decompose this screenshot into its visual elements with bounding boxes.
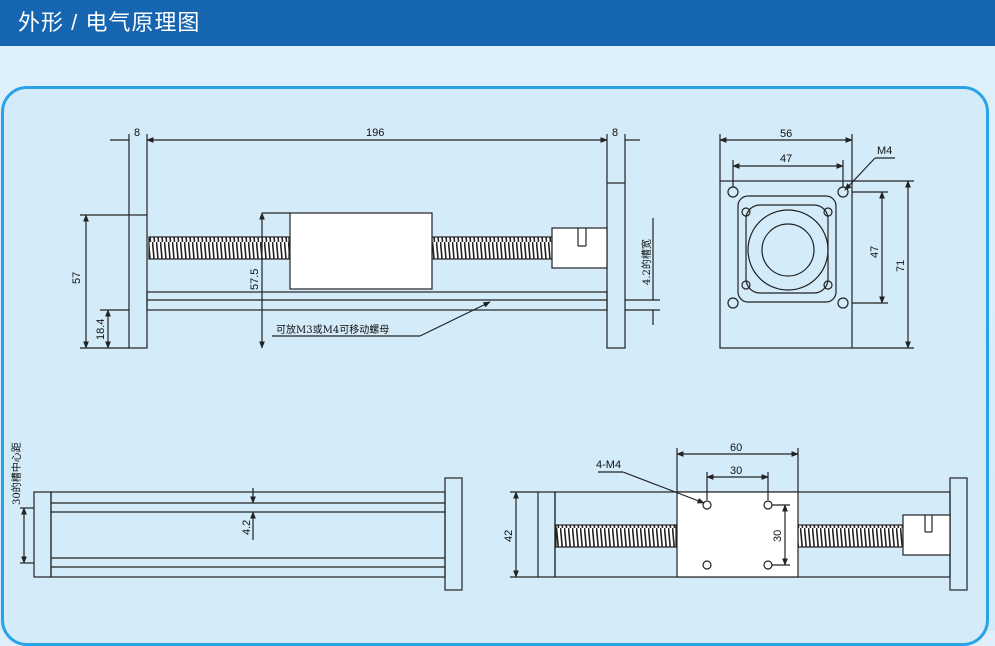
dim-carriage-height: 57.5: [249, 269, 261, 290]
screw-right-top: [797, 524, 904, 548]
dim-overall-length: 196: [366, 127, 384, 139]
end-view: [719, 134, 914, 349]
lead-screw-left: [148, 236, 290, 260]
left-end-plate: [128, 214, 148, 349]
top-carriage: [676, 491, 799, 578]
dim-body-height: 42: [503, 530, 515, 542]
technical-drawing: 8 196 8 57 18.4 57.5 4.2的槽宽 可放M3或M4可移动螺母: [10, 127, 968, 591]
dim-hole-spacing-y: 30: [772, 530, 784, 542]
motor-coupling: [551, 227, 608, 269]
screw-left-top: [555, 524, 677, 548]
hole-label: M4: [877, 145, 892, 157]
base-rail: [146, 291, 608, 311]
dim-height: 57: [71, 272, 83, 284]
hole-label-4m4: 4-M4: [596, 459, 621, 471]
top-coupling: [902, 514, 951, 556]
carriage: [289, 212, 433, 290]
dim-hole-spacing: 47: [780, 153, 792, 165]
dim-slot-center-distance: 30的槽中心距: [10, 442, 23, 505]
dim-slot-width: 4.2的槽宽: [640, 239, 653, 285]
top-left-plate: [537, 491, 556, 578]
top-right-plate: [949, 477, 968, 591]
side-view: [80, 134, 660, 349]
bottom-view: [20, 477, 463, 591]
motor-flange: [737, 195, 837, 303]
nut-note: 可放M3或M4可移动螺母: [276, 323, 389, 336]
dim-hole-spacing-x: 30: [730, 465, 742, 477]
top-view: [510, 448, 968, 591]
section-title: 外形 / 电气原理图: [18, 10, 201, 35]
dim-vertical-holes: 47: [869, 246, 881, 258]
dim-carriage-width: 60: [730, 442, 742, 454]
dim-left-plate: 8: [134, 127, 140, 139]
dim-base-height: 18.4: [95, 319, 107, 340]
section-header: 外形 / 电气原理图: [0, 0, 995, 46]
drawing-panel: [1, 86, 989, 646]
end-plate: [719, 180, 853, 349]
bottom-left-plate: [33, 491, 52, 578]
dim-slot-width-bottom: 4.2: [241, 520, 253, 535]
dim-plate-width: 56: [780, 128, 792, 140]
lead-screw-right: [431, 236, 553, 260]
dim-plate-height: 71: [895, 260, 907, 272]
right-end-plate: [606, 182, 626, 349]
dim-right-plate: 8: [612, 127, 618, 139]
bottom-rail: [50, 491, 446, 578]
bottom-right-plate: [444, 477, 463, 591]
